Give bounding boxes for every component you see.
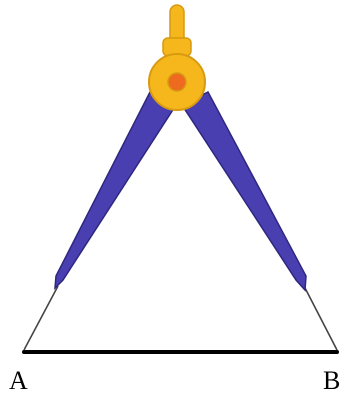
compass-left-leg xyxy=(55,92,176,288)
point-label-a: A xyxy=(9,366,28,394)
right-leg-tip xyxy=(304,286,337,350)
compass-right-leg xyxy=(182,92,306,290)
point-label-b: B xyxy=(323,366,340,394)
left-leg-tip xyxy=(24,286,58,350)
compass-pivot xyxy=(168,73,186,91)
